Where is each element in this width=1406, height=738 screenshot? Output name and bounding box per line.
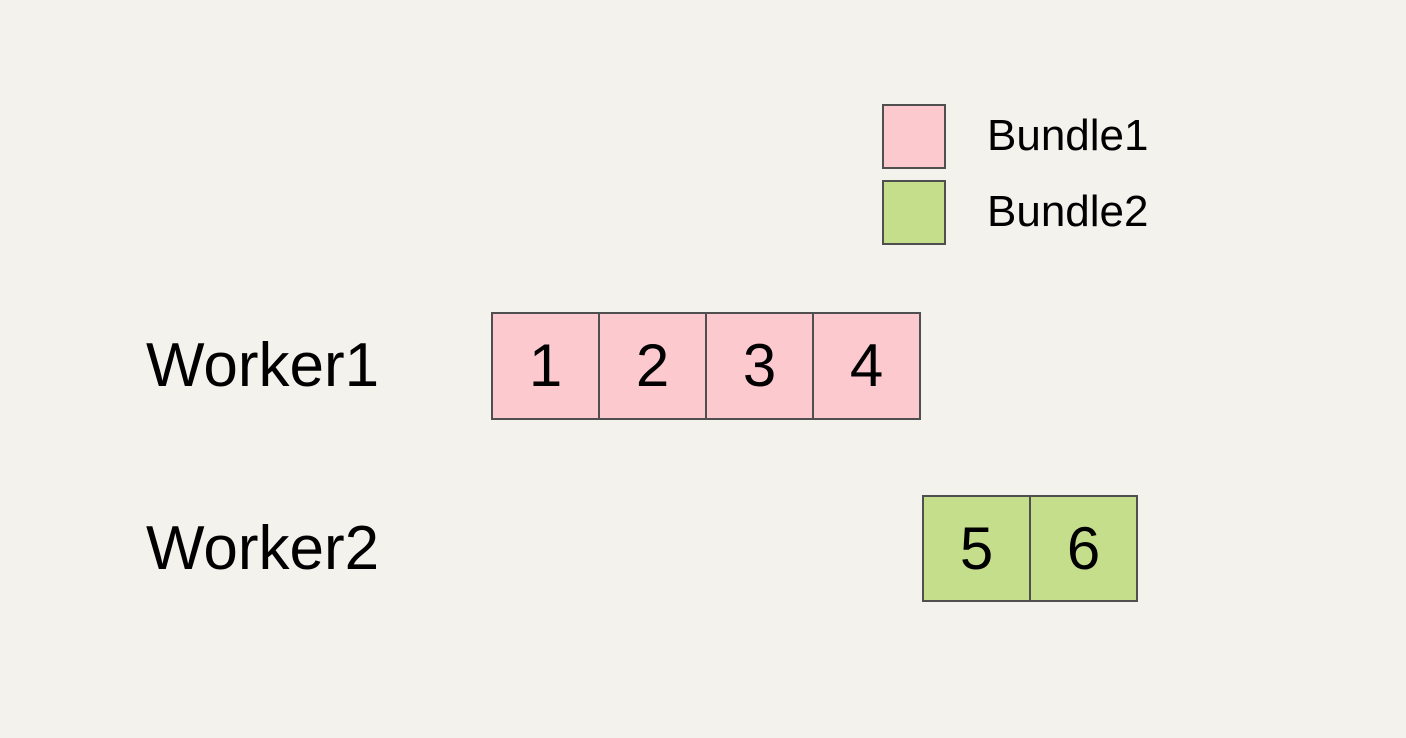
worker2-row: Worker2 5 6 (146, 495, 1138, 602)
task-cell: 6 (1029, 495, 1138, 602)
bundle2-color-swatch (882, 180, 946, 245)
task-cell: 2 (598, 312, 707, 420)
worker2-label: Worker2 (146, 513, 380, 583)
worker1-label: Worker1 (146, 331, 380, 400)
task-cell: 3 (705, 312, 814, 420)
legend-item-bundle2: Bundle2 (882, 180, 1148, 245)
task-cell: 4 (812, 312, 921, 420)
worker1-row: Worker1 1 2 3 4 (146, 312, 921, 420)
task-cell: 1 (491, 312, 600, 420)
task-cell: 5 (922, 495, 1031, 602)
legend-label-bundle2: Bundle2 (987, 187, 1149, 237)
bundle1-color-swatch (882, 104, 946, 169)
worker2-task-strip: 5 6 (922, 495, 1138, 602)
worker1-task-strip: 1 2 3 4 (491, 312, 921, 420)
legend: Bundle1 Bundle2 (882, 104, 1148, 256)
legend-item-bundle1: Bundle1 (882, 104, 1148, 169)
legend-label-bundle1: Bundle1 (987, 111, 1149, 161)
